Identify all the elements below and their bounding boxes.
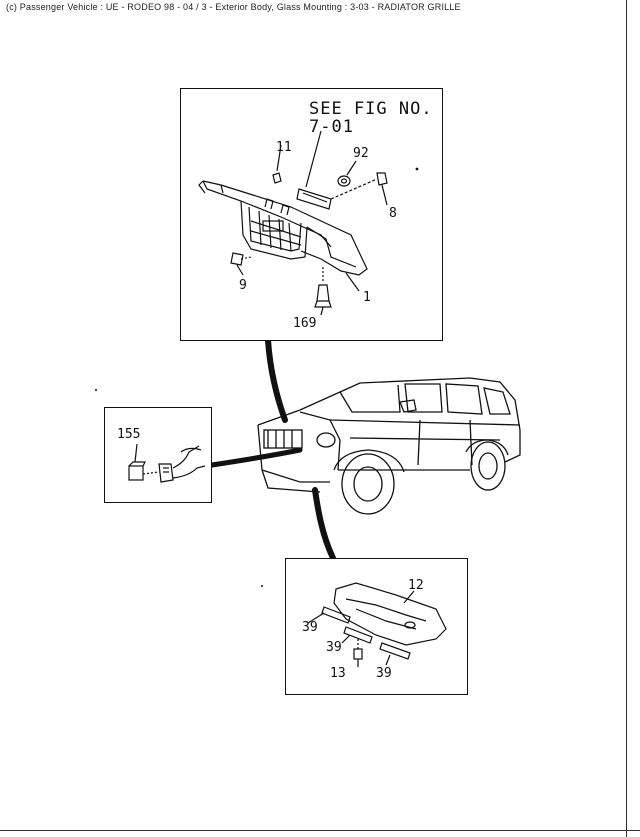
callout-12: 12 xyxy=(408,578,424,593)
callout-155: 155 xyxy=(117,427,141,442)
callout-39-middle: 39 xyxy=(326,640,342,655)
skid-plate-detail-panel: 12 39 39 39 13 xyxy=(285,558,468,695)
callout-9: 9 xyxy=(239,278,247,293)
grille-detail-panel: SEE FIG NO. 7-01 11 92 8 9 1 169 xyxy=(180,88,443,341)
callout-13: 13 xyxy=(330,666,346,681)
callout-39-right: 39 xyxy=(376,666,392,681)
page-edge-line xyxy=(626,0,627,837)
page-header: (c) Passenger Vehicle : UE - RODEO 98 - … xyxy=(6,2,461,12)
clip-detail-panel: 155 xyxy=(104,407,212,503)
see-fig-label: SEE FIG NO. xyxy=(309,99,433,119)
page-bottom-rule xyxy=(0,830,640,831)
skid-plate-drawing xyxy=(307,582,447,667)
callout-169: 169 xyxy=(293,316,317,331)
see-fig-number: 7-01 xyxy=(309,117,354,137)
callout-92: 92 xyxy=(353,146,369,161)
callout-1: 1 xyxy=(363,290,371,305)
radiator-grille-drawing xyxy=(198,130,419,316)
callout-8: 8 xyxy=(389,206,397,221)
bumper-clip-drawing xyxy=(128,443,206,483)
callout-11: 11 xyxy=(276,140,292,155)
callout-39-left: 39 xyxy=(302,620,318,635)
